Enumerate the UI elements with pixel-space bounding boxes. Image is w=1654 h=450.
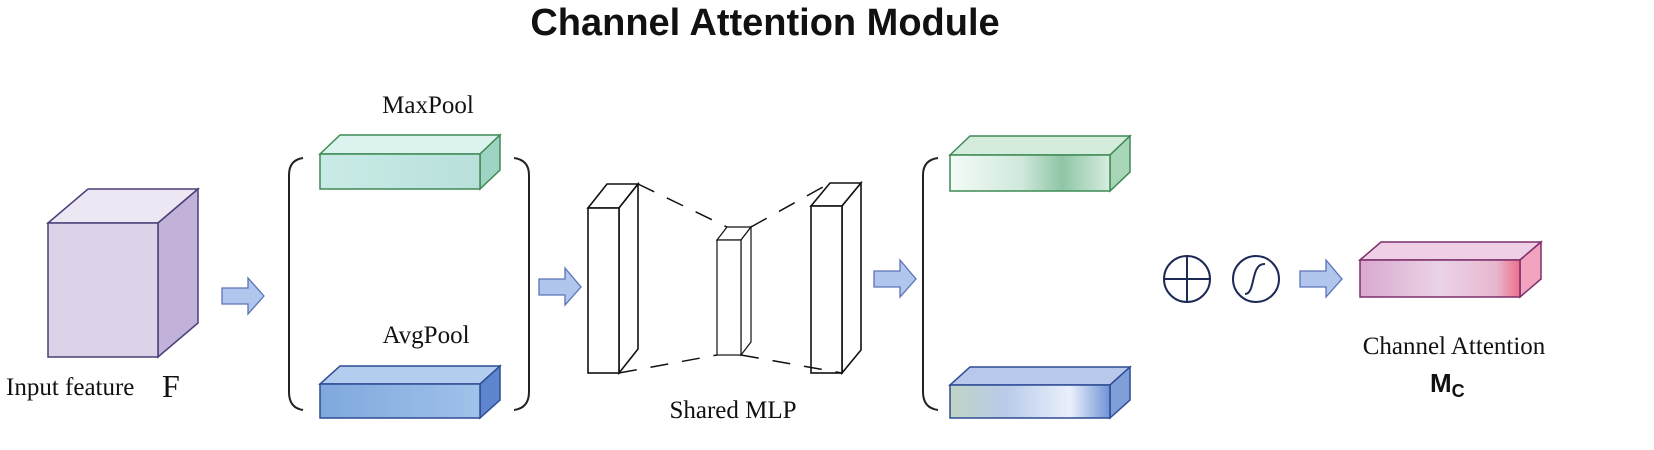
input-feature-symbol: F — [162, 368, 180, 404]
arrow-icon — [538, 266, 582, 307]
channel-attention-symbol-main: M — [1430, 368, 1452, 398]
maxpool-label: MaxPool — [382, 92, 474, 119]
mlp-output-max-block — [948, 134, 1132, 193]
mlp-hidden-layer — [715, 225, 753, 357]
avgpool-block — [318, 364, 502, 420]
arrow-icon — [1299, 258, 1343, 299]
input-feature-label: Input feature — [6, 374, 134, 401]
bracket-left-icon — [922, 157, 939, 411]
diagram-title: Channel Attention Module — [530, 2, 999, 44]
bracket-right-icon — [513, 157, 530, 411]
mlp-input-layer — [586, 181, 640, 376]
maxpool-block — [318, 133, 502, 191]
bracket-left-icon — [288, 157, 304, 411]
mlp-connections — [618, 182, 843, 374]
input-feature-block — [45, 187, 201, 359]
mlp-output-avg-block — [948, 365, 1132, 420]
channel-attention-block — [1357, 240, 1544, 299]
channel-attention-symbol-subscript: C — [1452, 381, 1465, 401]
channel-attention-label: Channel Attention — [1363, 333, 1546, 360]
mlp-output-layer — [809, 180, 863, 376]
avgpool-label: AvgPool — [382, 322, 469, 349]
sigmoid-icon — [1232, 255, 1280, 303]
shared-mlp-label: Shared MLP — [669, 397, 796, 424]
channel-attention-symbol: MC — [1430, 368, 1465, 401]
shared-mlp — [586, 180, 863, 376]
element-wise-sum-icon — [1163, 255, 1211, 303]
arrow-icon — [221, 276, 265, 316]
arrow-icon — [873, 258, 917, 299]
